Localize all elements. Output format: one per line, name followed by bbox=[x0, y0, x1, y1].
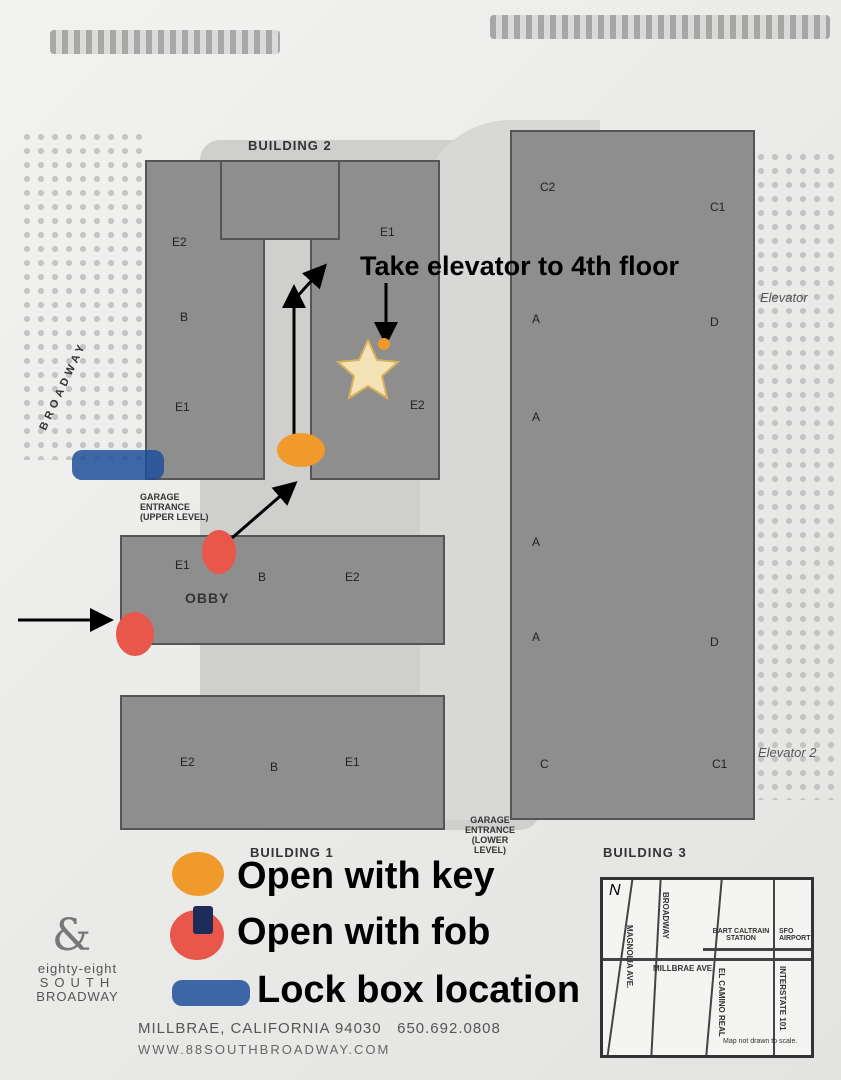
garage-upper-label: GARAGE ENTRANCE (UPPER LEVEL) bbox=[140, 492, 209, 522]
unit-type: E2 bbox=[180, 755, 195, 769]
unit-type: E1 bbox=[345, 755, 360, 769]
unit-type: A bbox=[532, 312, 541, 326]
decorative-border bbox=[490, 15, 830, 39]
trees bbox=[20, 130, 150, 460]
arrow-to-key-door bbox=[231, 481, 298, 540]
lock-box-marker bbox=[72, 450, 164, 480]
fob-door-marker bbox=[116, 612, 154, 656]
building-2-label: BUILDING 2 bbox=[248, 138, 332, 153]
unit-type: C2 bbox=[540, 180, 556, 194]
fob-door-marker bbox=[202, 530, 236, 574]
inset-label: MILLBRAE AVE. bbox=[653, 964, 715, 973]
unit-type: A bbox=[532, 630, 541, 644]
building-2-north-wing bbox=[220, 160, 340, 240]
unit-type: A bbox=[532, 410, 541, 424]
inset-label: BROADWAY bbox=[661, 892, 670, 939]
unit-type: D bbox=[710, 635, 719, 649]
elevator-note: Take elevator to 4th floor bbox=[360, 251, 680, 281]
legend-fob-label: Open with fob bbox=[237, 911, 491, 953]
building-1-north-wing bbox=[120, 535, 445, 645]
road-millbrae-east bbox=[703, 948, 811, 951]
legend-key-swatch bbox=[172, 852, 224, 896]
key-door-marker bbox=[277, 433, 325, 467]
inset-label: BART CALTRAIN STATION bbox=[712, 928, 770, 942]
legend-fob-icon bbox=[193, 906, 213, 934]
unit-type: B bbox=[258, 570, 267, 584]
unit-type: E2 bbox=[172, 235, 187, 249]
handwritten-elevator-note: Elevator bbox=[760, 290, 808, 305]
building-1-south-wing bbox=[120, 695, 445, 830]
building-3-label: BUILDING 3 bbox=[603, 845, 687, 860]
trees bbox=[740, 150, 840, 800]
north-arrow-icon: N bbox=[609, 882, 621, 899]
star-icon bbox=[335, 337, 401, 401]
unit-type: E1 bbox=[175, 400, 190, 414]
logo-line: eighty-eight bbox=[37, 961, 118, 976]
logo-line: BROADWAY bbox=[36, 989, 119, 1004]
unit-type: A bbox=[532, 535, 541, 549]
unit-type: D bbox=[710, 315, 719, 329]
logo-text: eighty-eight SOUTH BROADWAY bbox=[30, 962, 125, 1004]
decorative-border bbox=[50, 30, 280, 54]
inset-map: MAGNOLIA AVE. BROADWAY MILLBRAE AVE. EL … bbox=[600, 877, 814, 1058]
road-millbrae bbox=[603, 958, 811, 961]
unit-type: B bbox=[180, 310, 189, 324]
unit-type: C1 bbox=[710, 200, 726, 214]
inset-label: INTERSTATE 101 bbox=[778, 966, 787, 1031]
building-3 bbox=[510, 130, 755, 820]
lobby-label: OBBY bbox=[185, 590, 230, 606]
handwritten-elevator-2-note: Elevator 2 bbox=[758, 745, 817, 760]
legend-key-label: Open with key bbox=[237, 855, 495, 897]
inset-label: SFO AIRPORT bbox=[779, 928, 811, 942]
building-1-label: BUILDING 1 bbox=[250, 845, 334, 860]
unit-type: B bbox=[270, 760, 279, 774]
elevator-marker bbox=[378, 338, 390, 350]
garage-lower-label: GARAGE ENTRANCE (LOWER LEVEL) bbox=[464, 815, 515, 855]
legend-lockbox-swatch bbox=[172, 980, 250, 1006]
arrow-to-elevator bbox=[292, 263, 328, 302]
inset-note: Map not drawn to scale. bbox=[723, 1038, 798, 1045]
logo-mark: & bbox=[52, 910, 92, 961]
address: MILLBRAE, CALIFORNIA 94030 650.692.0808 bbox=[138, 1020, 501, 1037]
unit-type: E1 bbox=[175, 558, 190, 572]
inset-label: MAGNOLIA AVE. bbox=[625, 925, 634, 989]
unit-type: C1 bbox=[712, 757, 728, 771]
unit-type: E1 bbox=[380, 225, 395, 239]
inset-label: EL CAMINO REAL bbox=[717, 968, 726, 1037]
legend-lockbox-label: Lock box location bbox=[257, 969, 581, 1011]
unit-type: E2 bbox=[345, 570, 360, 584]
unit-type: C bbox=[540, 757, 549, 771]
unit-type: E2 bbox=[410, 398, 425, 412]
logo-line: SOUTH bbox=[39, 975, 116, 990]
road-101 bbox=[773, 880, 775, 1055]
website: WWW.88SOUTHBROADWAY.COM bbox=[138, 1042, 391, 1057]
